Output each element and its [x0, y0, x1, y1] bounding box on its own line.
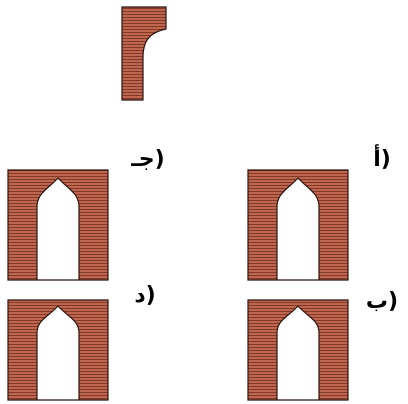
option-a-label: أ) — [373, 143, 391, 172]
option-c-arch[interactable] — [7, 169, 109, 281]
option-b-arch[interactable] — [247, 299, 349, 401]
option-d-arch[interactable] — [7, 299, 109, 401]
reference-piece — [121, 6, 167, 101]
option-c-label: جـ) — [130, 147, 164, 172]
option-d-label: د) — [134, 283, 155, 308]
option-b-label: ب) — [366, 289, 398, 314]
option-a-arch[interactable] — [247, 169, 349, 281]
